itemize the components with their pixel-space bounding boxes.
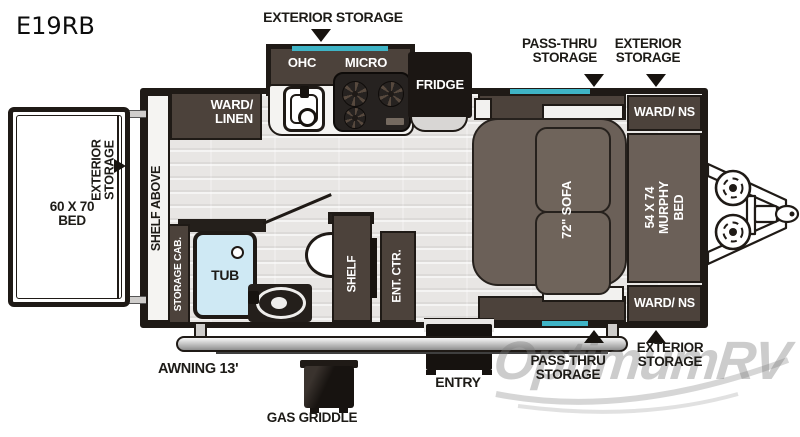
bed-size-label: 60 X 70 BED — [49, 199, 95, 229]
page-title: E19RB — [16, 12, 95, 40]
awning-tube — [176, 336, 628, 352]
murphy-bed-label-wrap: 54 X 74 MURPHY BED — [627, 133, 702, 283]
stove — [333, 72, 411, 132]
shelf-label: SHELF — [345, 255, 358, 293]
fridge-counter-cap — [410, 117, 468, 132]
entry-foot — [426, 370, 436, 375]
entry-foot — [482, 370, 492, 375]
tank-valve — [729, 228, 737, 236]
tub-label: TUB — [211, 266, 239, 283]
callout-entry: ENTRY — [435, 374, 481, 390]
callout-exterior-storage-bottom: EXTERIOR STORAGE — [636, 340, 704, 370]
kitchen-drain — [298, 108, 317, 127]
bed-divider — [117, 116, 119, 298]
callout-exterior-storage-top-right: EXTERIOR STORAGE — [614, 36, 682, 66]
ent-ctr-cabinet — [380, 231, 416, 322]
window-bottom — [542, 321, 588, 326]
ward-ns-bottom-label: WARD/ NS — [634, 296, 695, 311]
micro-label: MICRO — [344, 55, 388, 70]
ent-ctr-label-wrap: ENT. CTR. — [380, 231, 416, 322]
ward-ns-bottom: WARD/ NS — [627, 285, 702, 323]
callout-exterior-storage-top: EXTERIOR STORAGE — [263, 9, 403, 25]
trailer-hitch — [706, 162, 800, 266]
murphy-bed-label: 54 X 74 MURPHY BED — [642, 181, 686, 235]
storage-cabinet — [168, 224, 190, 324]
tub-drain — [231, 246, 244, 259]
arrow-down-icon — [584, 74, 604, 87]
tub: TUB — [193, 231, 257, 319]
awning-cord — [216, 352, 608, 354]
callout-pass-thru-bottom: PASS-THRU STORAGE — [530, 353, 606, 383]
kitchen-window — [292, 46, 388, 51]
callout-pass-thru-top: PASS-THRU STORAGE — [521, 36, 597, 66]
tank-valve — [729, 184, 737, 192]
storage-cab-label: STORAGE CAB. — [172, 236, 184, 312]
hitch-coupler-base — [753, 204, 779, 224]
arrow-right-icon — [114, 159, 126, 173]
bed-inner-line — [16, 115, 122, 299]
stove-control — [386, 118, 404, 125]
arrow-up-icon — [646, 330, 666, 343]
window-top — [510, 89, 590, 94]
griddle-foot — [339, 408, 348, 413]
kitchen-faucet — [300, 86, 309, 98]
coupler-pin — [789, 211, 795, 217]
ward-linen-label: WARD/ LINEN — [210, 97, 254, 126]
arrow-up-icon — [584, 330, 604, 343]
tv — [370, 238, 377, 298]
sofa-cushion — [535, 211, 611, 295]
bath-sink — [256, 287, 306, 319]
callout-awning: AWNING 13' — [158, 361, 239, 377]
kitchen-sink — [283, 86, 325, 132]
bathroom-wall — [178, 219, 266, 232]
arrow-down-icon — [646, 74, 666, 87]
griddle-foot — [310, 408, 319, 413]
fridge: FRIDGE — [408, 52, 472, 118]
shelf-above-label: SHELF ABOVE — [149, 166, 164, 252]
murphy-bed — [627, 133, 702, 283]
ward-ns-top: WARD/ NS — [627, 95, 702, 131]
hitch-coupler — [774, 204, 800, 224]
watermark: OptimumRV — [488, 322, 800, 422]
fridge-label: FRIDGE — [416, 77, 464, 93]
shelf-label-wrap: SHELF — [332, 226, 372, 322]
bath-faucet — [248, 291, 259, 304]
stove-burner — [344, 107, 366, 129]
storage-cab-label-wrap: STORAGE CAB. — [166, 224, 192, 324]
bath-sink-bowl — [271, 297, 287, 309]
foldout-bed — [8, 107, 130, 307]
sofa-label: 72" SOFA — [559, 180, 575, 240]
sofa-cushion — [535, 127, 611, 213]
ohc-label: OHC — [287, 55, 317, 70]
shelf-above-strip — [146, 94, 170, 322]
ward-ns-top-label: WARD/ NS — [634, 105, 695, 120]
sofa-label-wrap: 72" SOFA — [552, 140, 582, 280]
ent-ctr-label: ENT. CTR. — [391, 249, 404, 304]
ward-linen-cabinet: WARD/ LINEN — [170, 92, 262, 140]
callout-gas-griddle: GAS GRIDDLE — [266, 410, 358, 425]
gas-griddle — [304, 366, 354, 413]
arrow-down-icon — [311, 29, 331, 42]
watermark-swoosh — [495, 357, 790, 414]
cabinet-step — [474, 98, 492, 120]
stove-burner — [378, 81, 404, 107]
sofa — [472, 118, 627, 295]
stove-burner — [342, 81, 368, 107]
griddle-lid — [300, 360, 358, 368]
